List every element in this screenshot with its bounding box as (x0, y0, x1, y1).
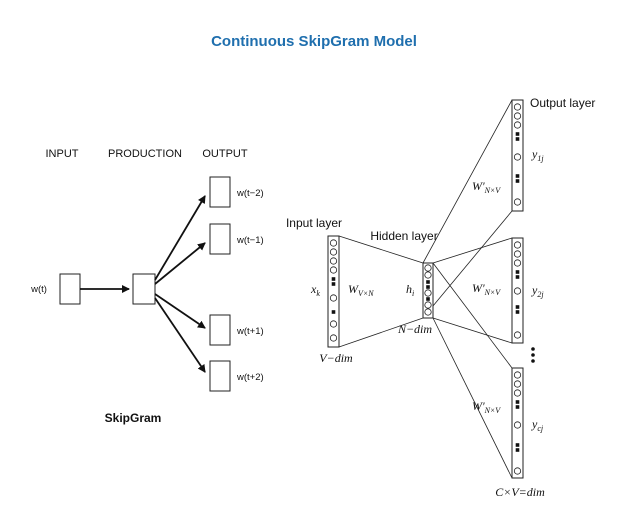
hidden-layer-nodes (424, 264, 432, 316)
output-layer-nodes (513, 103, 522, 475)
input-weight-label: WV×N (348, 282, 374, 298)
neuron-node (513, 421, 522, 429)
projection-box (132, 273, 156, 305)
skipgram-diagram: INPUT PRODUCTION OUTPUT w(t) w(t−2) w(t−… (30, 148, 264, 425)
output-word-label: w(t−2) (236, 188, 264, 199)
neuron-node (424, 264, 432, 272)
connection-line (422, 210, 513, 319)
ellipsis-dot (531, 347, 535, 351)
ellipsis-square (515, 179, 520, 183)
ellipsis-square (331, 282, 336, 286)
neuron-node (424, 308, 432, 316)
ellipsis-square (426, 297, 430, 301)
network-diagram: Input layer Hidden layer Output layer xk… (286, 96, 595, 499)
neuron-node (329, 334, 338, 342)
ellipsis-square (515, 448, 520, 452)
connection-line (338, 235, 424, 264)
neuron-node (329, 257, 338, 265)
header-input: INPUT (46, 148, 79, 160)
output-box-t+2 (209, 360, 231, 392)
neuron-node (513, 112, 522, 120)
input-layer-nodes (329, 239, 338, 342)
connection-line (432, 262, 513, 369)
input-layer-column (327, 235, 340, 348)
neuron-node (513, 103, 522, 111)
connection-line (432, 317, 513, 479)
neuron-node (329, 320, 338, 328)
ellipsis-square (331, 310, 336, 314)
neuron-node (513, 371, 522, 379)
input-layer-label: Input layer (286, 216, 342, 230)
ellipsis-square (426, 280, 430, 284)
input-vector-label: xk (310, 282, 320, 298)
ellipsis-square (331, 277, 336, 281)
neuron-node (424, 289, 432, 297)
arrow-to-output-t-1 (154, 242, 206, 285)
input-word-label: w(t) (30, 284, 47, 295)
hidden-dimension-label: N−dim (397, 322, 432, 336)
neuron-node (513, 121, 522, 129)
header-output: OUTPUT (202, 148, 248, 160)
connection-line (422, 99, 513, 264)
ellipsis-dot (531, 359, 535, 363)
output-word-label: w(t+2) (236, 372, 264, 383)
input-dimension-label: V−dim (319, 351, 353, 365)
output-vector-label-1: y1j (531, 147, 544, 163)
output-box-t-2 (209, 176, 231, 208)
ellipsis-square (515, 270, 520, 274)
neuron-node (513, 380, 522, 388)
ellipsis-square (515, 305, 520, 309)
neuron-node (513, 467, 522, 475)
neuron-node (513, 389, 522, 397)
neuron-node (424, 301, 432, 309)
neuron-node (513, 259, 522, 267)
output-word-label: w(t+1) (236, 326, 264, 337)
ellipsis-square (515, 400, 520, 404)
connection-line (338, 317, 424, 348)
neuron-node (513, 198, 522, 206)
header-projection: PRODUCTION (108, 148, 182, 160)
ellipsis-square (515, 310, 520, 314)
neuron-node (329, 239, 338, 247)
connection-line (432, 237, 513, 264)
neuron-node (329, 266, 338, 274)
output-weight-label-2: W'N×V (472, 281, 501, 297)
output-word-label: w(t−1) (236, 235, 264, 246)
ellipsis-square (426, 285, 430, 289)
diagram-title: Continuous SkipGram Model (211, 33, 417, 50)
output-weight-label-c: W'N×V (472, 399, 501, 415)
neuron-node (513, 250, 522, 258)
ellipsis-dot (531, 353, 535, 357)
arrow-to-output-t-2 (154, 195, 206, 281)
arrow-to-output-t+2 (154, 297, 206, 373)
connection-line (432, 317, 513, 344)
neuron-node (513, 287, 522, 295)
output-vector-label-c: ycj (531, 417, 544, 433)
neuron-node (329, 294, 338, 302)
neuron-node (513, 153, 522, 161)
output-weight-label-1: W'N×V (472, 179, 501, 195)
neuron-node (513, 241, 522, 249)
output-vector-label-2: y2j (531, 283, 544, 299)
skipgram-caption: SkipGram (105, 411, 162, 425)
output-dimension-label: C×V=dim (495, 485, 545, 499)
hidden-vector-label: hi (406, 282, 414, 298)
ellipsis-square (515, 132, 520, 136)
hidden-layer-label: Hidden layer (370, 229, 437, 243)
ellipsis-square (515, 443, 520, 447)
arrow-to-output-t+1 (154, 293, 206, 329)
neuron-node (329, 248, 338, 256)
ellipsis-square (515, 275, 520, 279)
output-layer-label: Output layer (530, 96, 595, 110)
ellipsis-square (515, 137, 520, 141)
output-box-t+1 (209, 314, 231, 346)
neuron-node (513, 331, 522, 339)
ellipsis-square (515, 405, 520, 409)
ellipsis-square (515, 174, 520, 178)
neuron-node (424, 271, 432, 279)
output-box-t-1 (209, 223, 231, 255)
input-word-box (59, 273, 81, 305)
